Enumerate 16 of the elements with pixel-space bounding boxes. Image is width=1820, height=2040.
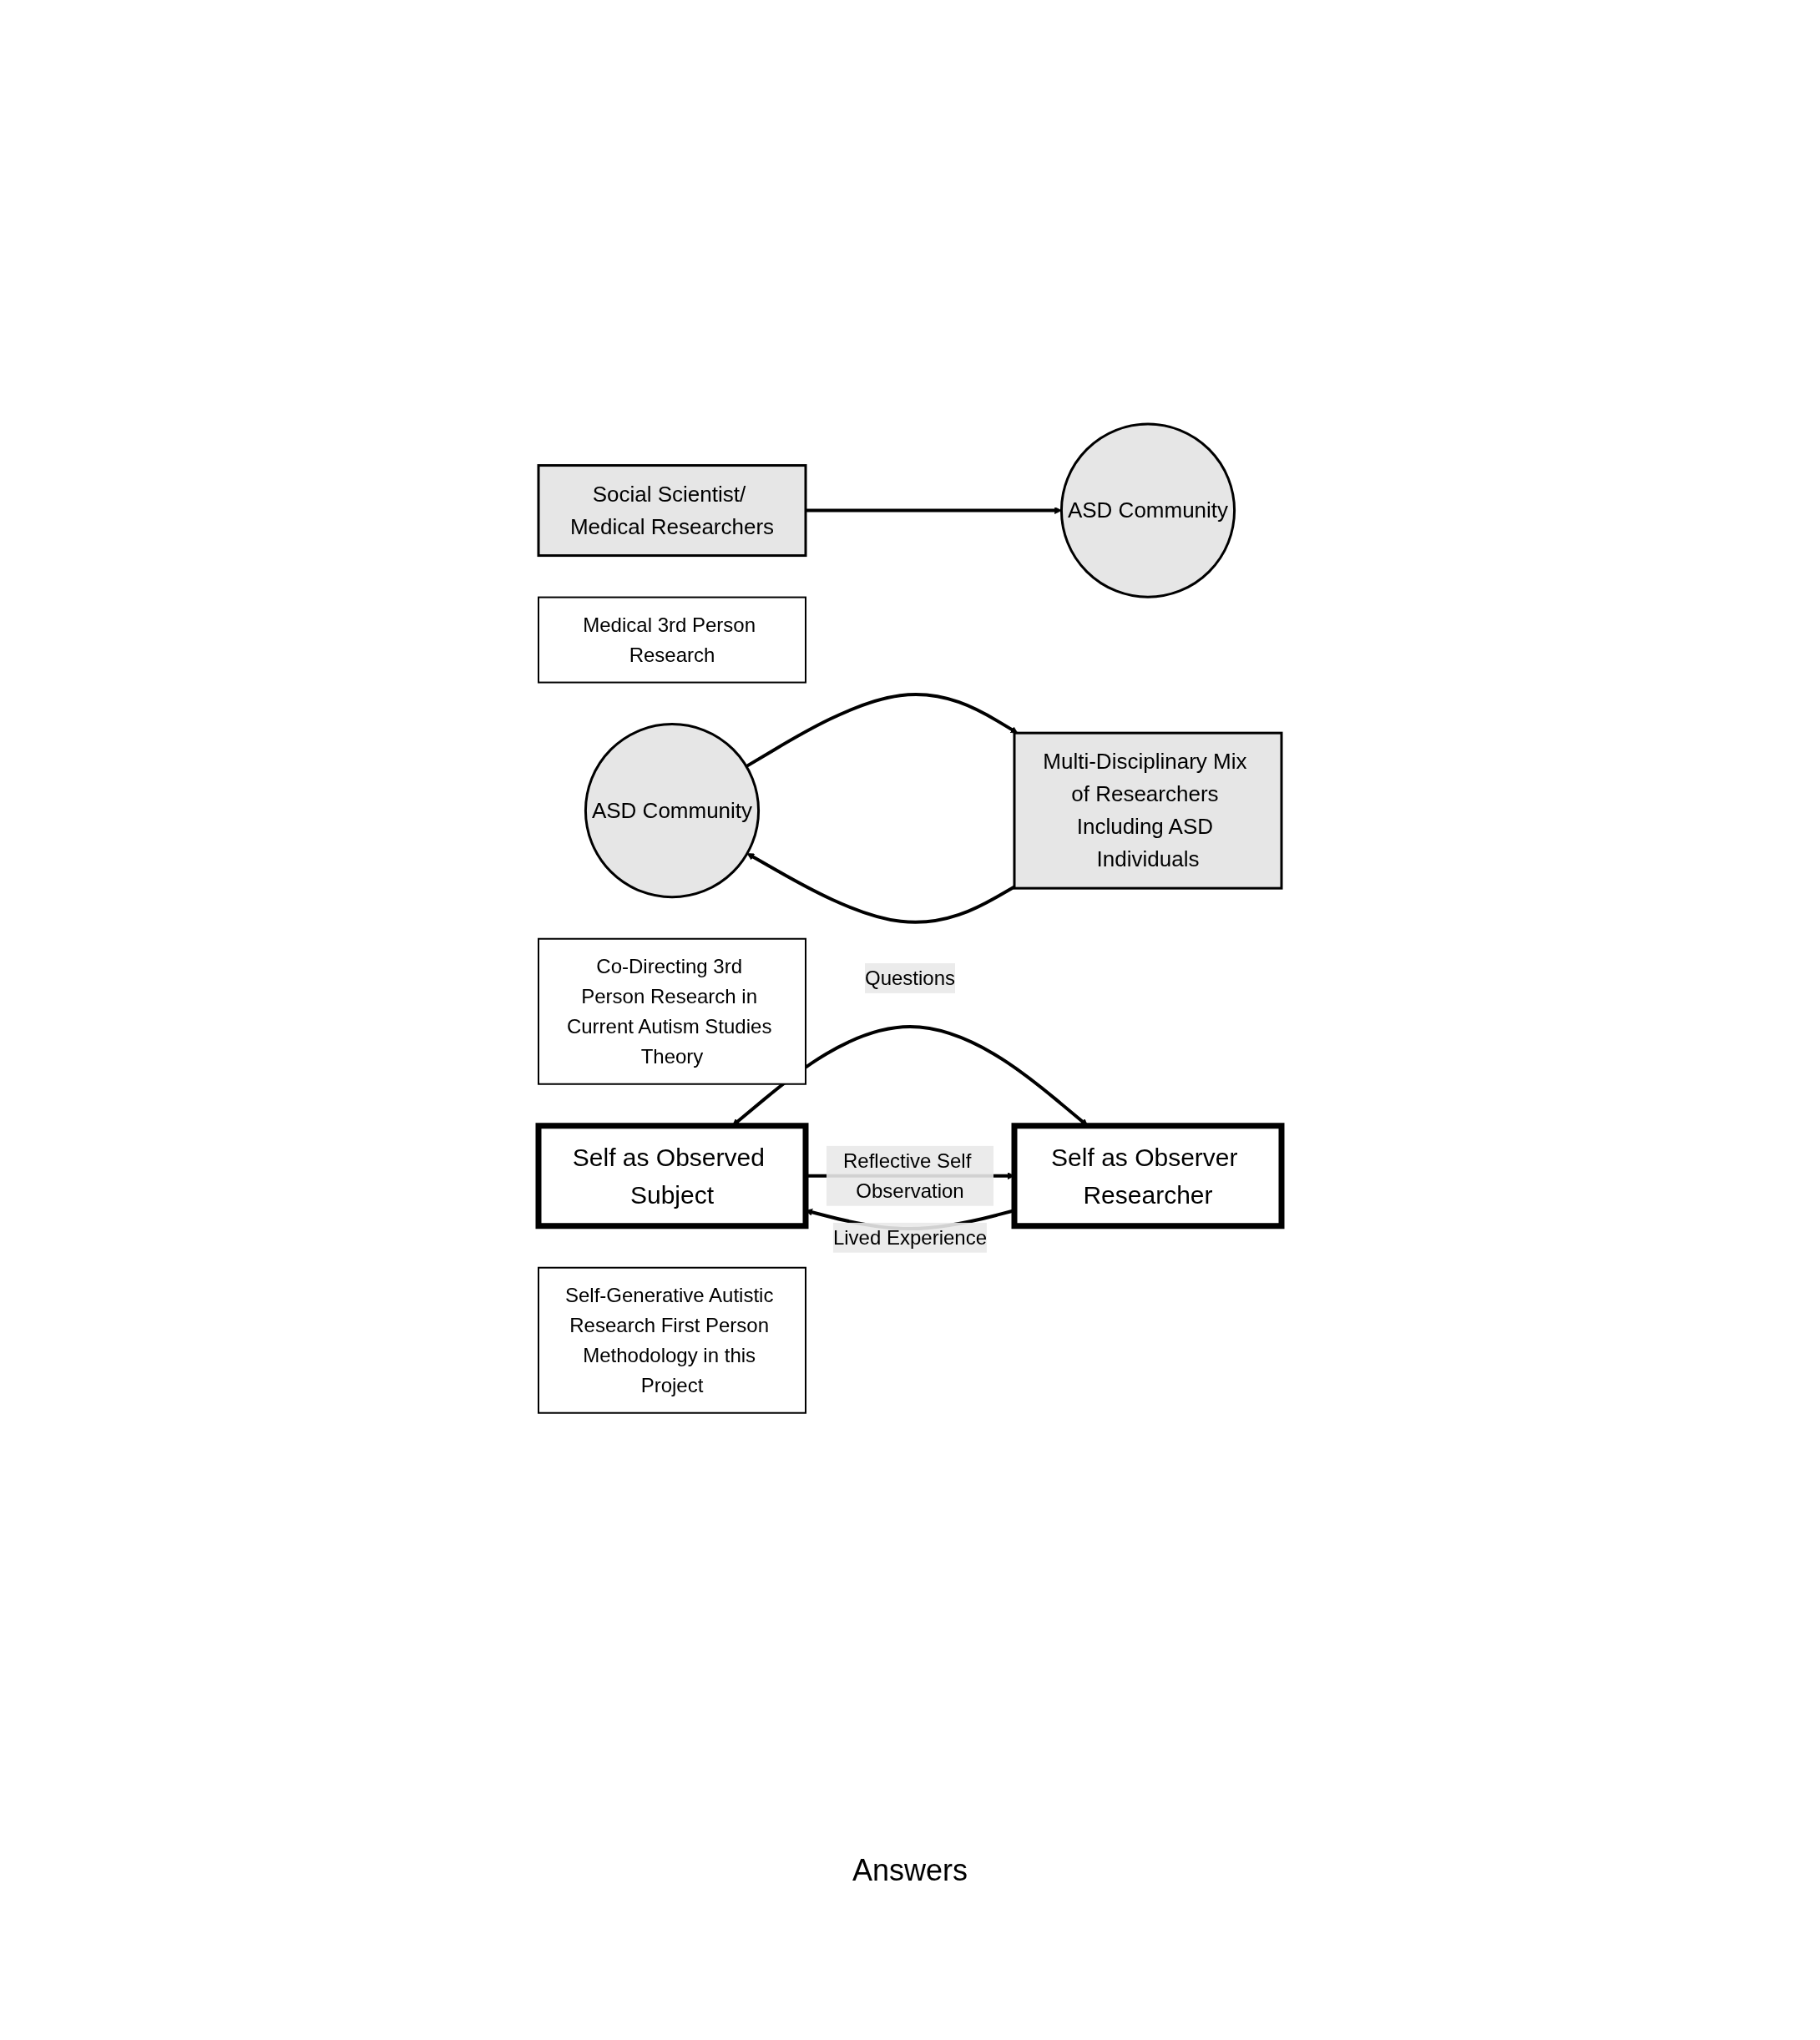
node-box: Self as Observer Researcher [1011, 1122, 1285, 1229]
node-box: Co-Directing 3rd Person Research in Current Autism Studies Theory [538, 937, 806, 1085]
edge-label: Questions [864, 966, 956, 989]
arrow [806, 506, 1062, 514]
note-text: Answers [852, 1853, 968, 1888]
node-circle: ASD Community [584, 722, 761, 898]
edge-label: Lived Experience [832, 1225, 988, 1249]
arrow [746, 852, 1015, 924]
node-box: Multi-Disciplinary Mix of Researchers Including ASD Individuals [1013, 731, 1283, 890]
edge-label: Reflective Self Observation [842, 1149, 972, 1202]
node-box: Medical 3rd Person Research [538, 596, 806, 684]
node-box: Social Scientist/ Medical Researchers [537, 463, 807, 557]
node-box: Self as Observed Subject [535, 1122, 809, 1229]
node-box: Self-Generative Autistic Research First Person Methodology in this Project [538, 1266, 806, 1414]
node-circle: ASD Community [1059, 422, 1236, 598]
arrow [745, 692, 1019, 768]
